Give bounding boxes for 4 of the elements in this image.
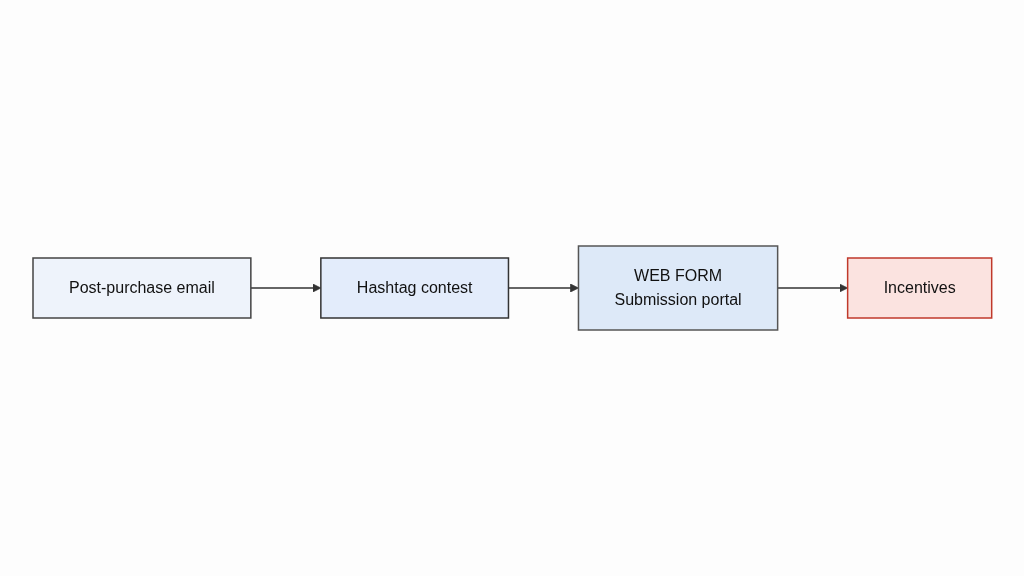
node-box: Hashtag contest	[319, 257, 509, 319]
node-box: Post-purchase email	[31, 257, 252, 319]
node-box: Incentives	[846, 257, 993, 319]
node-box: WEB FORM Submission portal	[577, 245, 779, 331]
